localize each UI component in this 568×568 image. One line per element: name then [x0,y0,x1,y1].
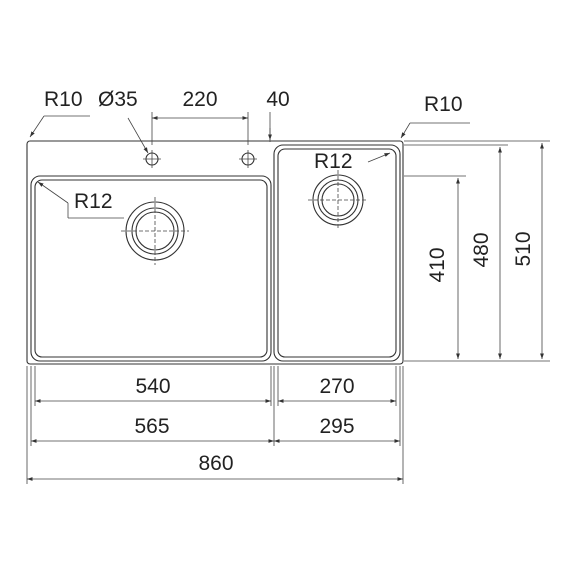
label-480: 480 [470,232,493,267]
label-860: 860 [198,452,233,475]
sink-outline [26,140,404,365]
bottom-extension-lines [26,366,404,484]
label-540: 540 [135,375,170,398]
dimension-510 [404,140,550,362]
label-410: 410 [426,247,449,282]
label-40: 40 [266,88,289,111]
label-dia35: Ø35 [98,88,138,111]
label-270: 270 [319,375,354,398]
leader-lines [29,115,470,219]
dimension-480 [404,144,508,359]
tap-hole-right [239,150,257,168]
label-r10-right: R10 [424,93,463,116]
tap-hole-left [143,150,161,168]
label-r12-small-bowl: R12 [314,150,353,173]
label-r12-large-bowl: R12 [74,190,113,213]
dimension-410 [404,175,466,359]
label-565: 565 [134,415,169,438]
label-r10-left: R10 [44,88,83,111]
small-bowl [273,144,401,362]
label-510: 510 [512,231,535,266]
dimension-220 [151,112,249,145]
label-220: 220 [182,88,217,111]
large-bowl [30,175,272,362]
small-drain [308,170,368,230]
label-295: 295 [319,415,354,438]
large-drain [121,197,189,265]
